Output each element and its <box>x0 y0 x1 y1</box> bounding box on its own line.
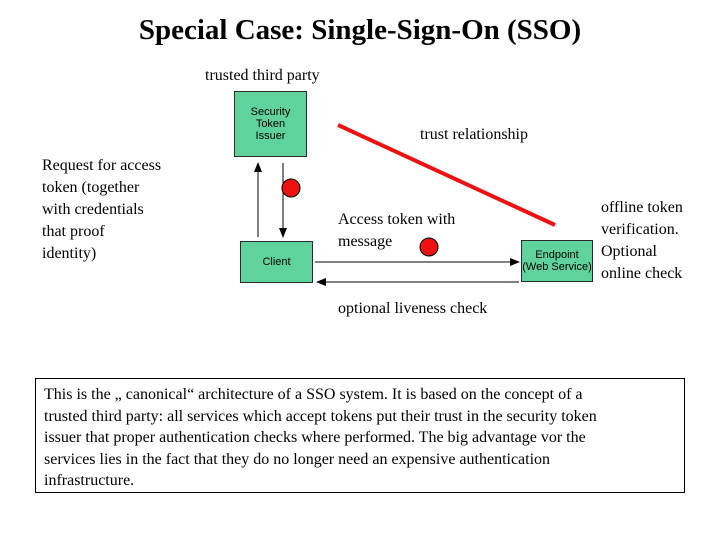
offline-line: Optional <box>601 243 657 260</box>
trust-relationship-label: trust relationship <box>420 126 528 143</box>
access-token-label: Access token with message <box>338 209 455 253</box>
optional-liveness-label: optional liveness check <box>338 300 488 317</box>
security-token-issuer-node: Security Token Issuer <box>234 91 307 157</box>
offline-line: verification. <box>601 221 679 238</box>
token-marker-icon <box>281 178 301 198</box>
client-node: Client <box>240 241 313 283</box>
request-line: that proof <box>42 223 105 240</box>
access-token-line: message <box>338 233 393 250</box>
caption-line: services lies in the fact that they do n… <box>44 450 551 468</box>
access-token-line: Access token with <box>338 211 456 228</box>
caption-line: issuer that proper authentication checks… <box>44 429 586 446</box>
request-line: with credentials <box>42 201 144 218</box>
request-line: token (together <box>42 179 140 196</box>
caption-line: infrastructure. <box>44 472 135 489</box>
offline-line: online check <box>601 265 683 282</box>
request-line: Request for access <box>42 157 162 174</box>
request-label: Request for access token (together with … <box>42 155 161 265</box>
page-title: Special Case: Single-Sign-On (SSO) <box>138 14 582 46</box>
caption-box: This is the „ canonical“ architecture of… <box>35 378 685 493</box>
trusted-third-party-label: trusted third party <box>205 67 320 84</box>
caption-line: This is the „ canonical“ architecture of… <box>44 386 583 403</box>
request-line: identity) <box>42 245 97 262</box>
endpoint-node: Endpoint (Web Service) <box>521 240 593 282</box>
offline-line: offline token <box>601 199 683 216</box>
caption-line: trusted third party: all services which … <box>44 407 597 425</box>
offline-verification-label: offline token verification. Optional onl… <box>601 197 683 285</box>
